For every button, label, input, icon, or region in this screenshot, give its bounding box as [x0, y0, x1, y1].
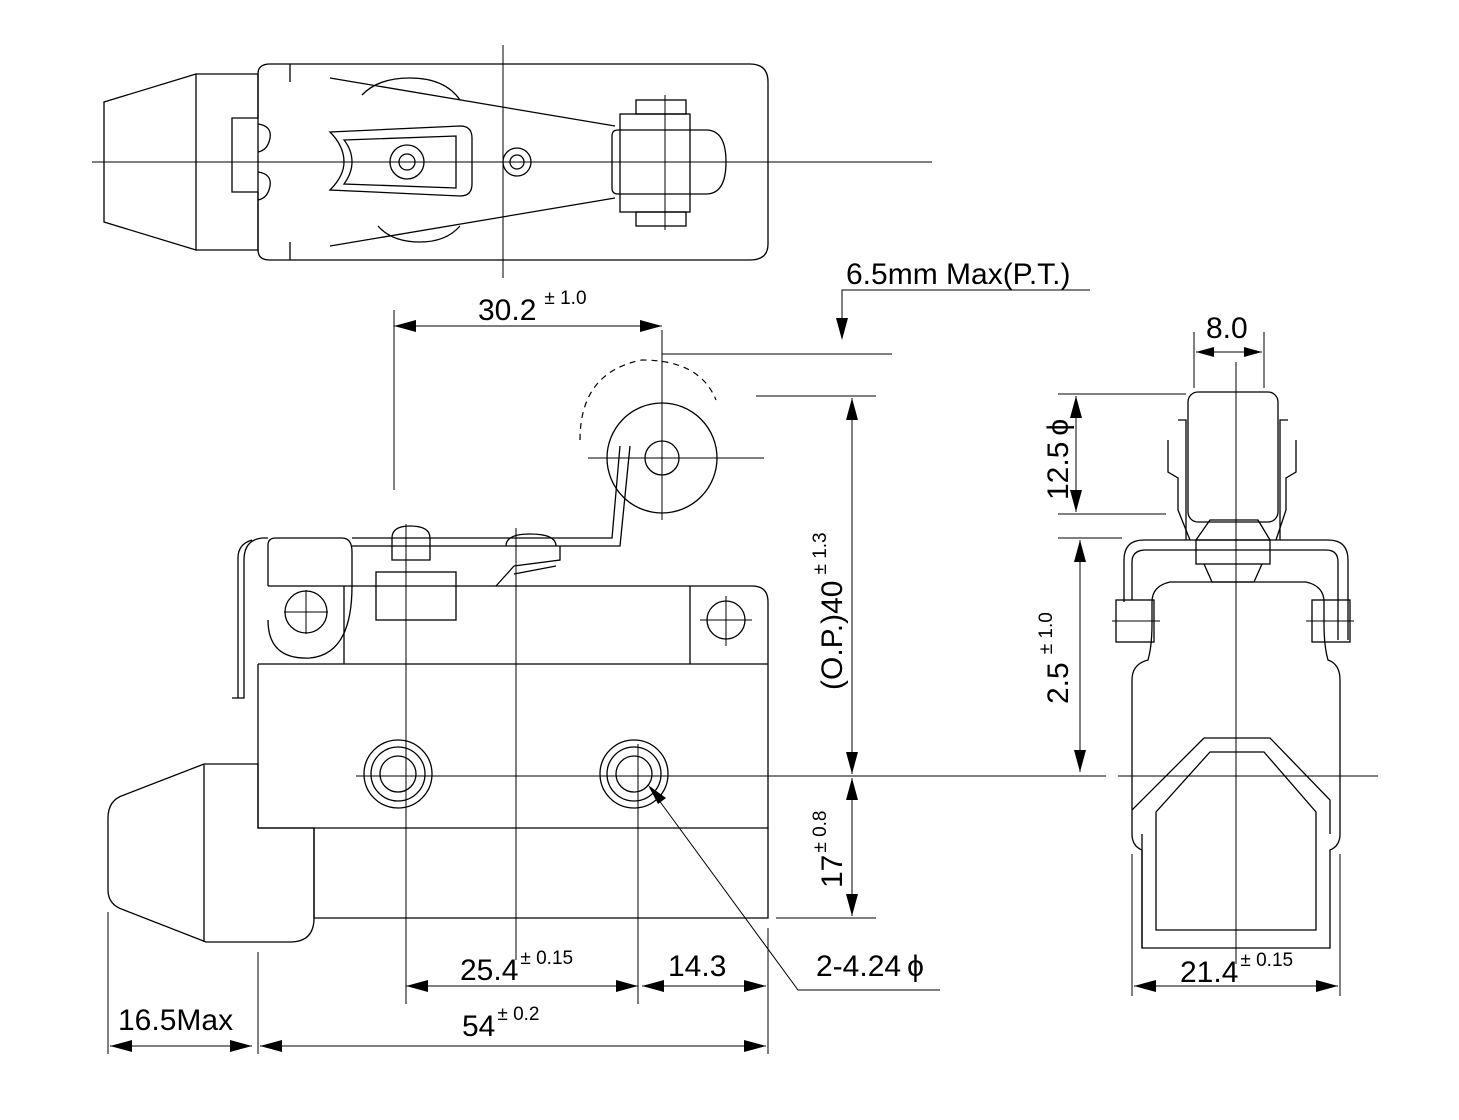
roller-offset-label: 30.2 ± 1.0	[478, 288, 587, 327]
diameter-symbol: ϕ	[1042, 419, 1075, 436]
operating-position-label: (O.P.)40 ± 1.3	[810, 532, 849, 690]
mounting-holes-value: 2-4.24	[816, 950, 901, 983]
side-view	[1112, 362, 1378, 964]
overall-length-tolerance: ± 0.2	[497, 1004, 539, 1025]
hole-pitch-label: 25.4± 0.15	[460, 948, 573, 987]
roller-width-label: 8.0	[1206, 312, 1248, 345]
operating-position-value: (O.P.)40	[816, 581, 849, 691]
roller-diameter-value: 12.5	[1042, 442, 1075, 500]
front-view	[107, 310, 1106, 1004]
overall-length-label: 54± 0.2	[462, 1004, 540, 1043]
mount-height-label: 17± 0.8	[810, 811, 849, 889]
body-width-label: 21.4± 0.15	[1180, 950, 1293, 989]
mount-height-value: 17	[816, 855, 849, 888]
roller-diameter-label: 12.5 ϕ	[1042, 419, 1075, 500]
lever-height-tolerance: ± 1.0	[1036, 612, 1057, 654]
hole-pitch-tolerance: ± 0.15	[520, 948, 573, 969]
hole-to-end-label: 14.3	[668, 950, 726, 983]
body-width-value: 21.4	[1180, 956, 1238, 989]
lever-height-label: 2.5 ± 1.0	[1036, 612, 1075, 704]
body-width-tolerance: ± 0.15	[1240, 950, 1293, 971]
hole-pitch-value: 25.4	[460, 954, 518, 987]
dimension-lines	[107, 289, 1341, 1054]
operating-position-tolerance: ± 1.3	[810, 532, 831, 574]
roller-offset-tolerance: ± 1.0	[544, 288, 586, 309]
mount-height-tolerance: ± 0.8	[810, 811, 831, 853]
cap-length-label: 16.5Max	[118, 1004, 233, 1037]
overall-length-value: 54	[462, 1010, 495, 1043]
plunger-travel-label: 6.5mm Max(P.T.)	[846, 258, 1071, 291]
mounting-holes-diameter-symbol: ϕ	[907, 950, 924, 983]
top-view	[92, 45, 932, 278]
roller-offset-value: 30.2	[478, 294, 536, 327]
lever-height-value: 2.5	[1042, 662, 1075, 704]
dimension-labels: 6.5mm Max(P.T.) 30.2 ± 1.0 8.0 12.5 ϕ 2.5 ±…	[118, 258, 1293, 1043]
